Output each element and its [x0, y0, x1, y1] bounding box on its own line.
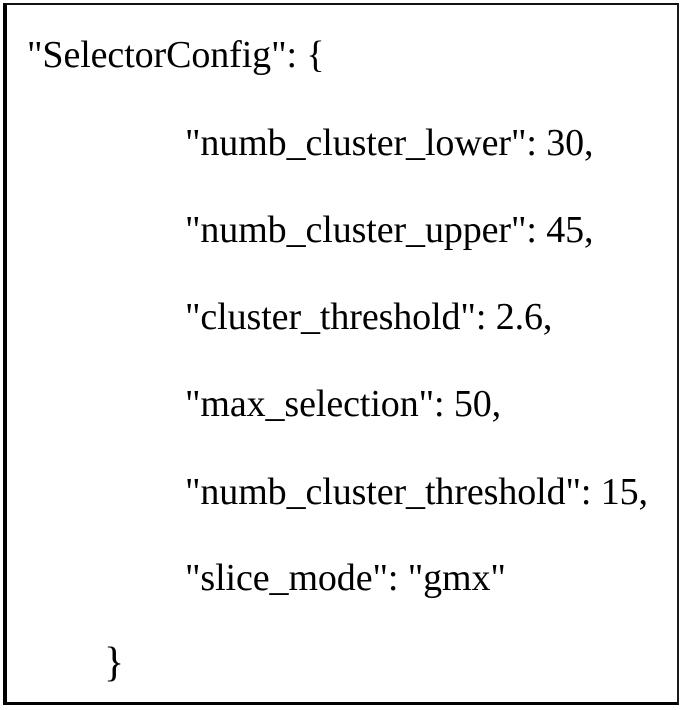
code-line-selectorconfig-open: "SelectorConfig": {: [27, 34, 325, 76]
code-line-max-selection: "max_selection": 50,: [185, 383, 502, 425]
code-line-slice-mode: "slice_mode": "gmx": [185, 557, 506, 599]
code-line-numb-cluster-lower: "numb_cluster_lower": 30,: [185, 122, 594, 164]
code-line-closing-brace: }: [104, 640, 125, 686]
code-line-cluster-threshold: "cluster_threshold": 2.6,: [185, 296, 553, 338]
code-line-numb-cluster-threshold: "numb_cluster_threshold": 15,: [185, 471, 648, 513]
code-line-numb-cluster-upper: "numb_cluster_upper": 45,: [185, 209, 594, 251]
json-code-box: "SelectorConfig": { "numb_cluster_lower"…: [3, 3, 679, 705]
